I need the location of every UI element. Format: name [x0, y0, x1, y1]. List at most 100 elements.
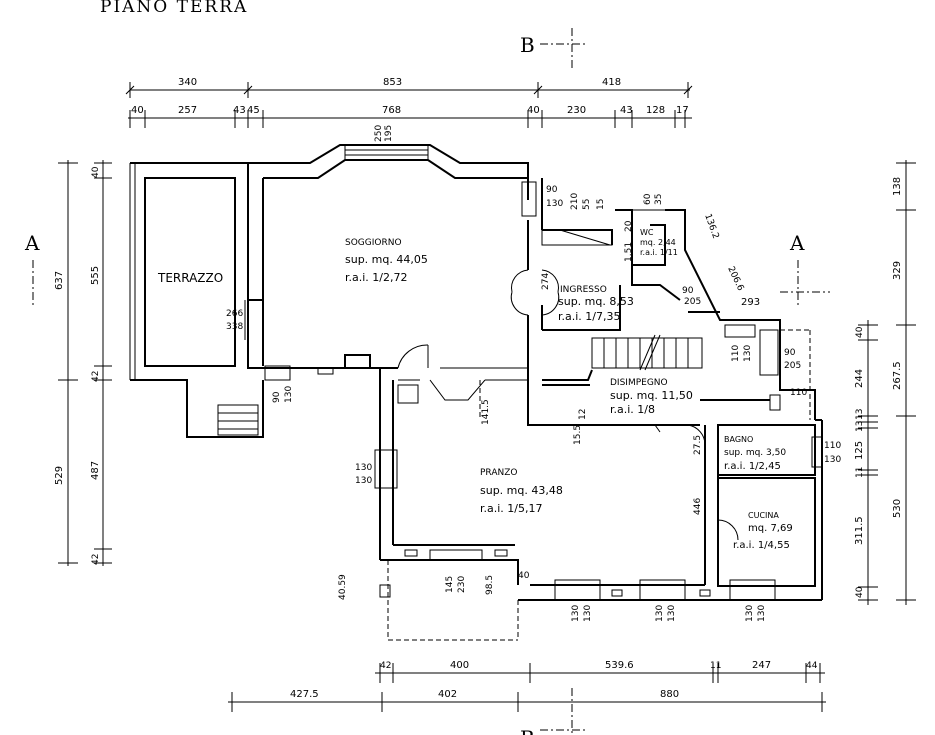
dim-left-555: 555: [90, 266, 101, 285]
dim-w-b3a: 130: [745, 605, 755, 622]
dim-w-sogg-top-b: 195: [384, 125, 394, 142]
dim-left-487: 487: [90, 461, 101, 480]
dim-top-40: 40: [131, 105, 144, 116]
dim-top-17: 17: [676, 105, 689, 116]
bagno-rai: r.a.i. 1/2,45: [724, 461, 781, 472]
dim-right-244: 244: [854, 369, 865, 388]
dim-w-pr-left-a: 130: [355, 463, 372, 473]
ingresso-walls: [541, 209, 816, 420]
dim-w-12: 12: [578, 409, 588, 420]
cucina-rai: r.a.i. 1/4,55: [733, 540, 790, 551]
dim-top-853: 853: [383, 77, 402, 88]
stairs: [591, 334, 703, 371]
bottom-dimension-row-2: 427.5 402 880: [228, 689, 826, 712]
top-dimension-row-1: 340 853 418: [125, 77, 693, 98]
room-pranzo: PRANZO sup. mq. 43,48 r.a.i. 1/5,17: [480, 468, 563, 515]
left-dimension-inner: 40 555 42 487 42: [90, 160, 112, 566]
room-soggiorno: SOGGIORNO sup. mq. 44,05 r.a.i. 1/2,72: [345, 238, 428, 284]
dim-w-sogg-bot-b: 130: [284, 386, 294, 403]
soggiorno-right-window: [521, 181, 537, 217]
pranzo-walls: [374, 449, 822, 641]
ingresso-name: INGRESSO: [560, 285, 607, 295]
cucina-walls: [717, 329, 823, 600]
dim-top-43b: 43: [620, 105, 633, 116]
plan-title: PIANO TERRA: [100, 0, 248, 17]
dim-bottom-539-6: 539.6: [605, 660, 634, 671]
dim-w-15-5: 15.5: [573, 425, 583, 445]
dim-right-138: 138: [892, 177, 903, 196]
dim-w-sogg-right-a: 90: [546, 185, 558, 195]
dim-right-13b: 13: [855, 421, 865, 432]
dim-w-door-ing-a: 90: [682, 286, 694, 296]
dim-w-door-ing-b: 205: [684, 297, 701, 307]
disimpegno-rai: r.a.i. 1/8: [610, 403, 655, 416]
disimpegno-area: sup. mq. 11,50: [610, 389, 693, 402]
terrazzo-name: TERRAZZO: [157, 271, 223, 285]
room-bagno: BAGNO sup. mq. 3,50 r.a.i. 1/2,45: [724, 435, 786, 472]
dim-w-bagno-b: 130: [824, 455, 841, 465]
section-mark-b-bottom: B: [520, 726, 535, 735]
dim-bottom-402: 402: [438, 689, 457, 700]
right-dimension-inner: 40 244 13 13 125 11 311.5 40: [854, 320, 878, 605]
dim-w-wc-d: 1.51: [624, 242, 634, 262]
dim-w-terr-a: 266: [226, 309, 243, 319]
dim-w-ingr-c: 15: [596, 199, 606, 210]
dim-right-311-5: 311.5: [854, 516, 865, 545]
dim-w-wc-c: 20: [624, 220, 634, 232]
dim-right-329: 329: [892, 261, 903, 280]
soggiorno-rai: r.a.i. 1/2,72: [345, 271, 408, 284]
dim-top-768: 768: [382, 105, 401, 116]
wc-area: mq. 2,44: [640, 238, 676, 247]
dim-w-dis-e: 110: [790, 388, 807, 398]
dim-right-530: 530: [892, 499, 903, 518]
dim-top-128: 128: [646, 105, 665, 116]
left-dimension-outer: 637 529: [54, 160, 78, 566]
right-dimension-outer: 138 329 267.5 530: [892, 160, 916, 605]
dim-right-40b: 40: [855, 586, 865, 598]
dim-w-40b: 40: [518, 571, 530, 581]
dim-bottom-247: 247: [752, 660, 771, 671]
dim-w-27-5: 27.5: [693, 435, 703, 455]
dim-left-42b: 42: [91, 554, 101, 565]
bagno-area: sup. mq. 3,50: [724, 448, 786, 458]
dim-right-40: 40: [855, 326, 865, 338]
wc-rai: r.a.i. 1/11: [640, 248, 678, 257]
ingresso-area: sup. mq. 8,53: [558, 295, 634, 308]
room-ingresso: INGRESSO sup. mq. 8,53 r.a.i. 1/7,35: [558, 285, 634, 323]
room-cucina: CUCINA mq. 7,69 r.a.i. 1/4,55: [733, 511, 793, 551]
dim-w-40-59: 40.59: [338, 574, 348, 600]
section-mark-b-top: B: [520, 33, 535, 57]
dim-top-40b: 40: [527, 105, 540, 116]
soggiorno-area: sup. mq. 44,05: [345, 253, 428, 266]
dim-bottom-427-5: 427.5: [290, 689, 319, 700]
dim-w-b2a: 130: [655, 605, 665, 622]
opening-dimensions: 250 195 90 130 210 55 15 60 35 20 1.51 1…: [226, 125, 841, 622]
dim-w-b1b: 130: [583, 605, 593, 622]
dim-top-230: 230: [567, 105, 586, 116]
dim-bottom-400: 400: [450, 660, 469, 671]
dim-w-diag-a: 136.2: [702, 213, 720, 241]
dim-w-pr-left-b: 130: [355, 476, 372, 486]
cucina-name: CUCINA: [748, 511, 779, 520]
dim-top-340: 340: [178, 77, 197, 88]
room-terrazzo: TERRAZZO: [157, 271, 223, 285]
dim-w-b3b: 130: [757, 605, 767, 622]
dim-w-b1a: 130: [571, 605, 581, 622]
section-mark-a-right: A: [789, 231, 805, 255]
dim-right-13a: 13: [855, 409, 865, 420]
dim-w-274: 274: [541, 273, 551, 290]
dim-top-45: 45: [247, 105, 260, 116]
dim-w-sogg-top-a: 250: [374, 125, 384, 142]
dim-bottom-42: 42: [380, 661, 391, 671]
ingresso-rai: r.a.i. 1/7,35: [558, 310, 621, 323]
pranzo-area: sup. mq. 43,48: [480, 484, 563, 497]
pranzo-rai: r.a.i. 1/5,17: [480, 502, 543, 515]
soggiorno-walls: [247, 144, 543, 369]
dim-w-diag-c: 293: [741, 297, 760, 308]
dim-top-257: 257: [178, 105, 197, 116]
soggiorno-bottom-window: [264, 365, 291, 381]
room-disimpegno: DISIMPEGNO sup. mq. 11,50 r.a.i. 1/8: [610, 378, 693, 416]
cucina-area: mq. 7,69: [748, 523, 793, 534]
bagno-name: BAGNO: [724, 435, 753, 444]
